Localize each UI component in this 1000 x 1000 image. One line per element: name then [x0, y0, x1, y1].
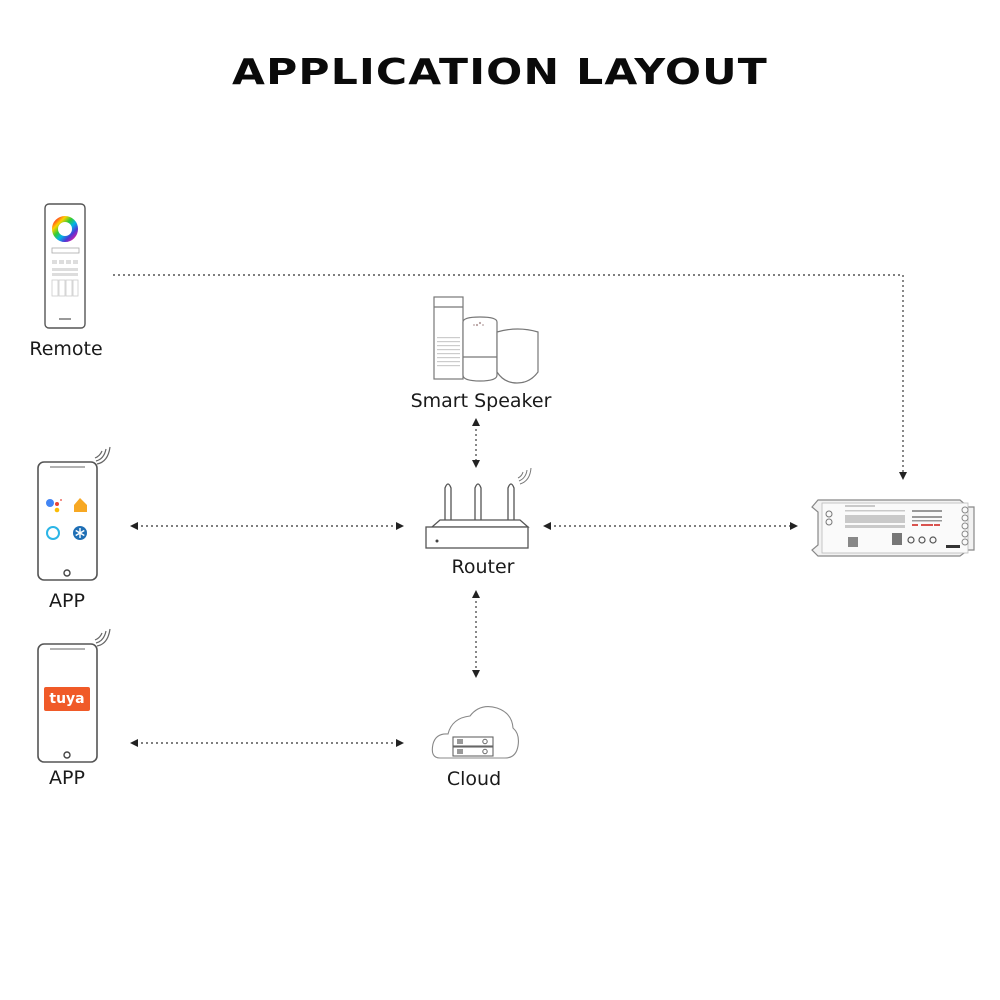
diagram-title: APPLICATION LAYOUT [232, 52, 768, 93]
google-assistant-icon [46, 499, 62, 513]
node-label-router: Router [451, 556, 515, 578]
apple-home-icon [74, 498, 87, 512]
node-label-app-smart-home: APP [49, 590, 85, 612]
node-label-smart-speaker: Smart Speaker [410, 390, 552, 412]
smartthings-icon [73, 526, 87, 540]
tuya-logo-text: tuya [49, 691, 85, 707]
wifi-router-icon [425, 483, 530, 549]
wifi-signal-icon [94, 628, 111, 647]
wifi-signal-icon [94, 446, 111, 465]
connection-remote-controller [113, 274, 907, 480]
smartphone-smart-home-icon [37, 461, 98, 581]
node-label-app-tuya: APP [49, 767, 85, 789]
tuya-logo-icon [44, 687, 90, 711]
rgb-remote-control-icon [44, 203, 86, 329]
smartphone-tuya-icon [37, 643, 98, 763]
smart-speakers-icon [433, 296, 539, 384]
led-controller-device-icon [811, 499, 975, 557]
router-wifi-signal-icon [517, 467, 532, 485]
node-label-remote: Remote [29, 338, 103, 360]
cloud-server-icon [431, 706, 519, 759]
node-label-cloud: Cloud [446, 768, 502, 790]
alexa-icon [46, 526, 60, 540]
